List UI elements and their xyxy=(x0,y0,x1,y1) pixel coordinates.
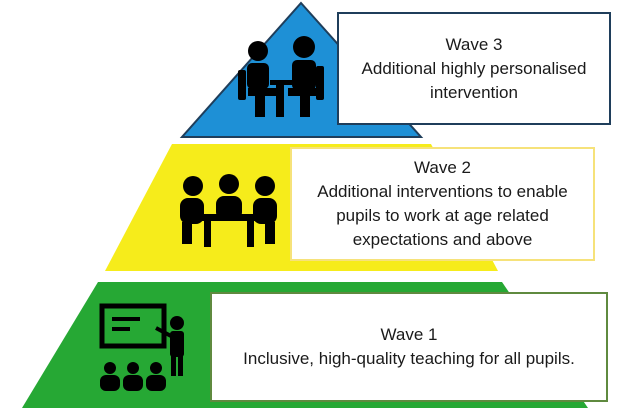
wave-1-title: Wave 1 xyxy=(380,325,438,344)
wave-2-label-box: Wave 2 Additional interventions to enabl… xyxy=(290,147,595,261)
wave-2-description-line-2: pupils to work at age related xyxy=(336,206,549,225)
one-to-one-meeting-icon xyxy=(238,36,324,117)
wave-3-title: Wave 3 xyxy=(445,34,503,54)
group-table-icon xyxy=(180,174,277,247)
wave-3-description-line-2: intervention xyxy=(430,82,518,102)
wave-2-description-line-3: expectations and above xyxy=(352,230,533,249)
wave-1-label-box: Wave 1 Inclusive, high-quality teaching … xyxy=(210,292,608,402)
teacher-classroom-icon xyxy=(99,303,184,391)
wave-2-description-line-1: Additional interventions to enable xyxy=(317,182,568,201)
wave-3-description-line-1: Additional highly personalised xyxy=(361,58,587,78)
wave-1-description-line-1: Inclusive, high-quality teaching for all… xyxy=(243,349,575,368)
wave-3-label-box: Wave 3 Additional highly personalised in… xyxy=(337,12,611,125)
wave-2-title: Wave 2 xyxy=(413,158,471,177)
